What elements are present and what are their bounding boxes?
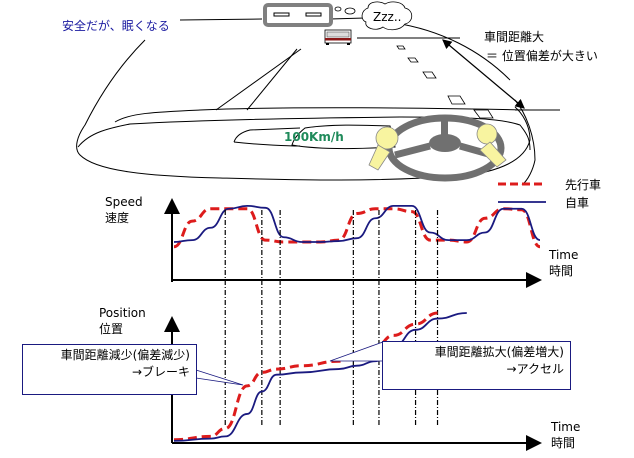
speed-ylabel-ja: 速度 [105,211,130,225]
position-ylabel-en: Position [99,306,146,320]
sleepy-caption: 安全だが、眠くなる [62,19,170,33]
rearview-mirror [263,3,333,27]
accel-callout-pointer [329,341,384,362]
position-self-series [173,312,467,442]
event-markers [224,210,439,425]
position-xlabel-en: Time [551,420,581,434]
left-hand-icon [368,126,399,171]
windshield-right [514,99,536,186]
brake-callout-pointer [195,369,244,386]
speed-chart [164,198,542,288]
right-hand-icon [476,123,507,168]
road-left-edge-1 [215,48,302,111]
speed-xlabel-en: Time [549,248,579,262]
lane-markers [396,45,494,119]
leading-car-icon [324,29,352,45]
position-ylabel-ja: 位置 [99,322,124,336]
accel-callout: 車間距離拡大(偏差増大) →アクセル [382,341,571,390]
position-xlabel-ja: 時間 [551,436,576,450]
speedometer-readout: 100Km/h [284,130,344,144]
gap-arrow [442,39,525,109]
gap-label-title: 車間距離大 [484,30,545,44]
brake-callout-line2: →ブレーキ [131,365,190,379]
speed-self-series [173,204,541,243]
speed-xlabel-ja: 時間 [549,264,574,278]
accel-callout-line2: →アクセル [506,362,564,376]
speedometer-panel [291,124,396,150]
brake-callout: 車間距離減少(偏差減少) →ブレーキ [22,344,197,395]
horizon-line-left [179,18,263,21]
dream-text: Zzz.. [373,10,401,24]
accel-callout-line1: 車間距離拡大(偏差増大) [434,345,564,359]
dream-bubble: Zzz.. [334,1,413,31]
speed-lead-series [173,207,541,249]
legend-lead-label: 先行車 [565,178,602,192]
dashboard-inner [77,116,531,151]
gap-label-subtitle: ＝ 位置偏差が大きい [486,49,598,63]
dashboard-outline [76,39,531,181]
speed-ylabel-en: Speed [105,195,143,209]
brake-callout-line1: 車間距離減少(偏差減少) [60,348,190,362]
driving-scene: Zzz.. 100Km/h [76,1,560,186]
road-left-edge-2 [246,48,298,111]
horizon-line-right [329,17,366,20]
legend-self-label: 自車 [565,196,590,210]
